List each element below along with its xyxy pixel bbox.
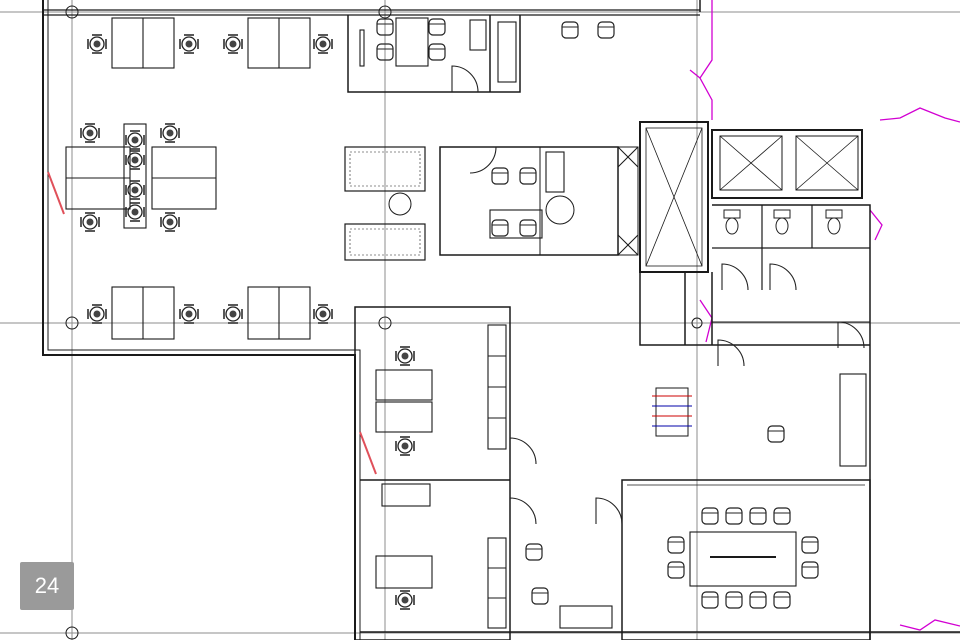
column-icon (65, 5, 703, 640)
sofa-icon (359, 19, 867, 629)
exterior-boundary (689, 0, 960, 631)
foosball-table-icon (652, 387, 692, 437)
lounge-chair-icon (376, 18, 819, 609)
page-number-badge: 24 (20, 562, 80, 616)
desk-icon (65, 17, 797, 589)
kitchenette (388, 146, 639, 256)
walls (42, 0, 960, 640)
door-swing-icon (451, 65, 865, 525)
glazing-marker (47, 171, 377, 475)
toilet-icon (723, 209, 843, 235)
